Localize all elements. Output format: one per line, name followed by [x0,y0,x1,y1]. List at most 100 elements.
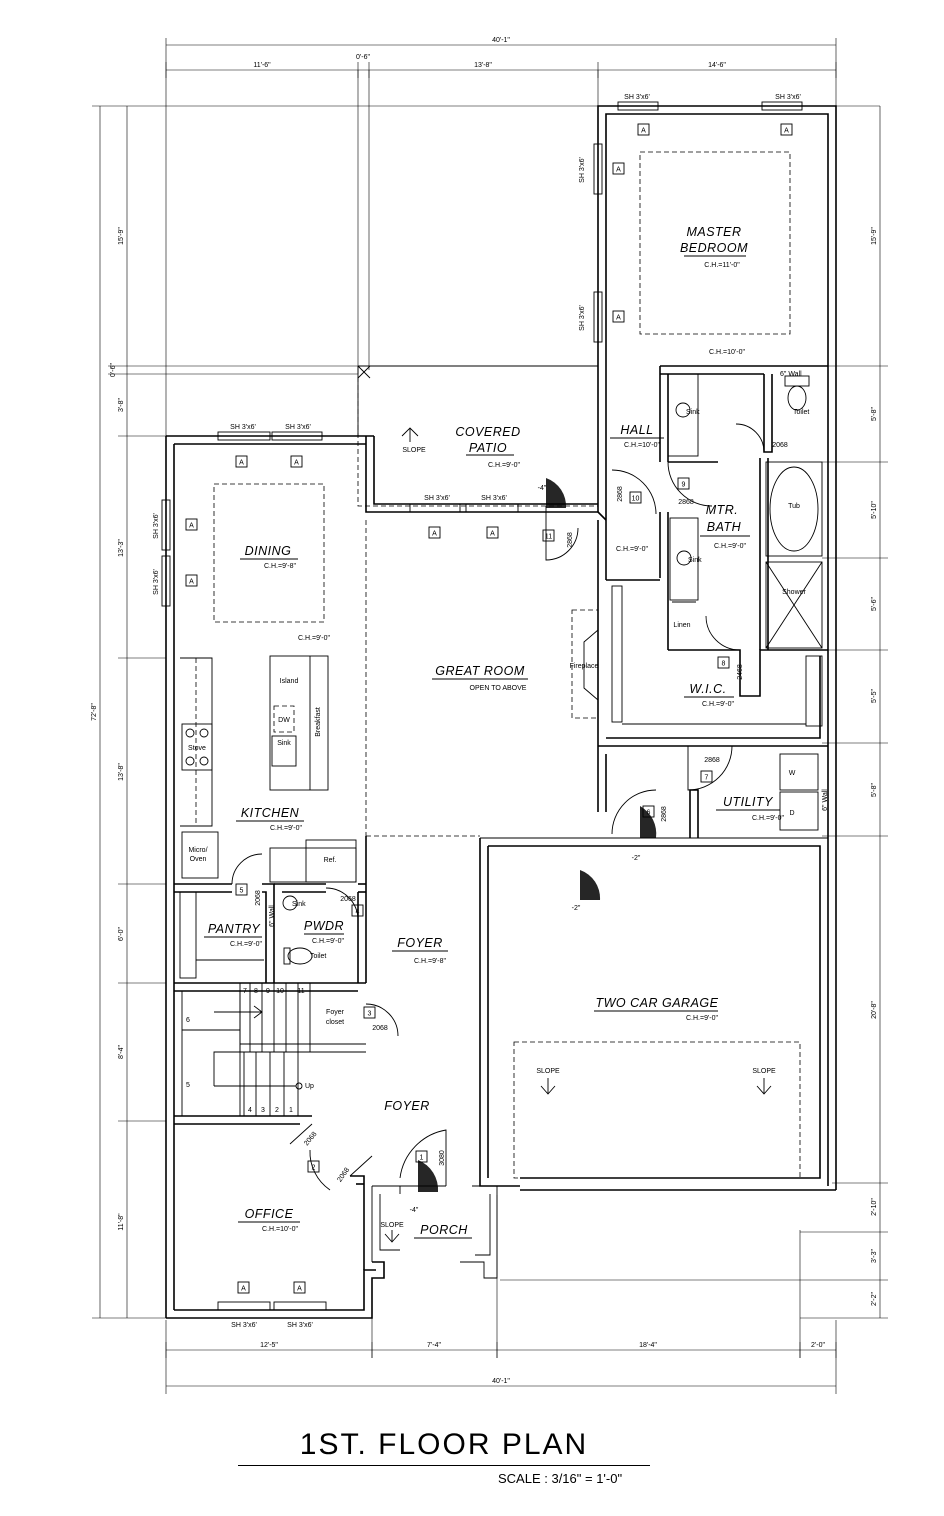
dim-bottom-b: 7'-4" [427,1342,441,1349]
wall6-label-1: 6" Wall [780,371,802,378]
window-tag-10: SH 3'x6' [481,495,507,502]
fireplace-label: Fireplace [570,663,599,670]
door-size-1: 3080 [439,1150,446,1166]
dining-kitchen: DINING C.H.=9'-8" C.H.=9'-0" Stove Micro… [180,483,357,883]
door-size-6: 2868 [661,806,668,822]
master-label-2: BEDROOM [680,241,748,255]
stairs: Up 4 3 2 1 5 6 7 8 9 10 11 Foyer closet [174,983,366,1125]
office-label: OFFICE [245,1207,294,1221]
drop-porch: -4" [410,1207,419,1214]
wtype-4: A [616,315,621,322]
dim-right-c: 5'-10" [871,501,878,519]
foyer2-label: FOYER [384,1099,430,1113]
dim-top-a: 11'-6" [253,62,271,69]
dining-label: DINING [245,544,292,558]
utility-label: UTILITY [723,795,774,809]
dim-right-f: 5'-8" [871,783,878,797]
dim-left-e: 13'-8" [118,763,125,781]
step-7: 7 [243,988,247,995]
mbath-ch: C.H.=9'-0" [714,543,747,550]
step-10: 10 [276,988,284,995]
dim-bottom-d: 2'-0" [811,1342,825,1349]
top-dimensions: 40'-1" 11'-6" 0'-6" 13'-8" 14'-6" [92,37,880,440]
porch-label: PORCH [420,1223,468,1237]
garage-slope-1: SLOPE [536,1068,560,1075]
step-5: 5 [186,1082,190,1089]
door-10: 10 [632,496,640,503]
wic-label: W.I.C. [689,682,726,696]
dim-right-j: 2'-2" [871,1292,878,1306]
wtype-3: A [616,167,621,174]
dim-left-a: 15'-9" [118,227,125,245]
master-bath-area: Sink Toilet 6" Wall Tub Shower Sink Line… [610,366,828,697]
up-label: Up [305,1083,314,1090]
hall2-ch: C.H.=9'-0" [616,546,649,553]
wall6-label-2: 6" Wall [822,789,829,811]
door-size-3: 2068 [372,1025,388,1032]
wall6-label-3: 6" Wall [269,905,276,927]
step-11: 11 [297,988,304,995]
pwdr-sink-label: Sink [292,901,306,908]
hall-sink-label: Sink [686,409,700,416]
wtype-11: A [241,1286,246,1293]
foyer1-ch: C.H.=9'-8" [414,958,447,965]
door-5: 5 [240,888,244,895]
master-bedroom: MASTER BEDROOM C.H.=11'-0" C.H.=10'-0" [639,151,828,375]
bottom-dimensions: 12'-5" 7'-4" 18'-4" 2'-0" 40'-1" [165,1195,837,1394]
door-1: 1 [420,1155,424,1162]
pwdr-ch: C.H.=9'-0" [312,938,345,945]
dim-top-d: 14'-6" [708,62,726,69]
door-size-4: 2068 [340,896,356,903]
title-underline [238,1465,650,1466]
dim-right-h: 2'-10" [871,1198,878,1216]
shower-label: Shower [782,589,806,596]
step-9: 9 [266,988,270,995]
toilet-label: Toilet [793,409,809,416]
door-6: 6 [647,810,651,817]
door-size-7: 2868 [704,757,720,764]
window-tag-12: SH 3'x6' [287,1322,313,1329]
step-6: 6 [186,1017,190,1024]
plan-title: 1ST. FLOOR PLAN [299,1428,589,1461]
door-size-2a: 2068 [303,1131,318,1148]
washer-label: W [789,770,796,777]
mbath-label-2: BATH [707,520,742,534]
office-ch: C.H.=10'-0" [262,1226,298,1233]
window-tag-1: SH 3'x6' [624,94,650,101]
breakfast-label: Breakfast [315,707,322,737]
door-size-8: 2468 [737,664,744,680]
dim-left-f: 6'-0" [118,927,125,941]
left-dimensions: 72'-8" 15'-9" 0'-6" 3'-8" 13'-3" 13'-8" … [91,106,598,1319]
door-2: 2 [312,1165,316,1172]
windows: SH 3'x6' SH 3'x6' SH 3'x6' SH 3'x6' SH 3… [153,94,803,1329]
great-room: GREAT ROOM OPEN TO ABOVE [365,520,528,837]
walk-in-closet: W.I.C. C.H.=9'-0" Fireplace [570,520,828,747]
garage: TWO CAR GARAGE C.H.=9'-0" SLOPE SLOPE [513,996,801,1179]
kitchen-label: KITCHEN [241,806,300,820]
window-tag-9: SH 3'x6' [424,495,450,502]
pantry-ch: C.H.=9'-0" [230,941,263,948]
covered-patio: COVERED PATIO C.H.=9'-0" SLOPE [357,365,599,507]
window-tag-11: SH 3'x6' [231,1322,257,1329]
patio-label-2: PATIO [469,441,507,455]
dim-left-g: 8'-4" [118,1045,125,1059]
utility-ch: C.H.=9'-0" [752,815,785,822]
dim-right-g: 20'-8" [871,1001,878,1019]
ref-label: Ref. [324,857,337,864]
window-tag-6: SH 3'x6' [285,424,311,431]
door-11: 11 [545,534,552,541]
bath-sink-label: Sink [688,557,702,564]
great-room-sub: OPEN TO ABOVE [470,685,527,692]
dim-left-b: 0'-6" [110,363,117,377]
wtype-5: A [239,460,244,467]
dim-left-c: 3'-8" [118,398,125,412]
door-size-10: 2868 [617,486,624,502]
garage-slope-2: SLOPE [752,1068,776,1075]
pwdr-toilet-label: Toilet [310,953,326,960]
dw-label: DW [278,717,290,724]
door-size-5: 2068 [255,890,262,906]
dim-right-i: 3'-3" [871,1249,878,1263]
step-4: 4 [248,1107,252,1114]
